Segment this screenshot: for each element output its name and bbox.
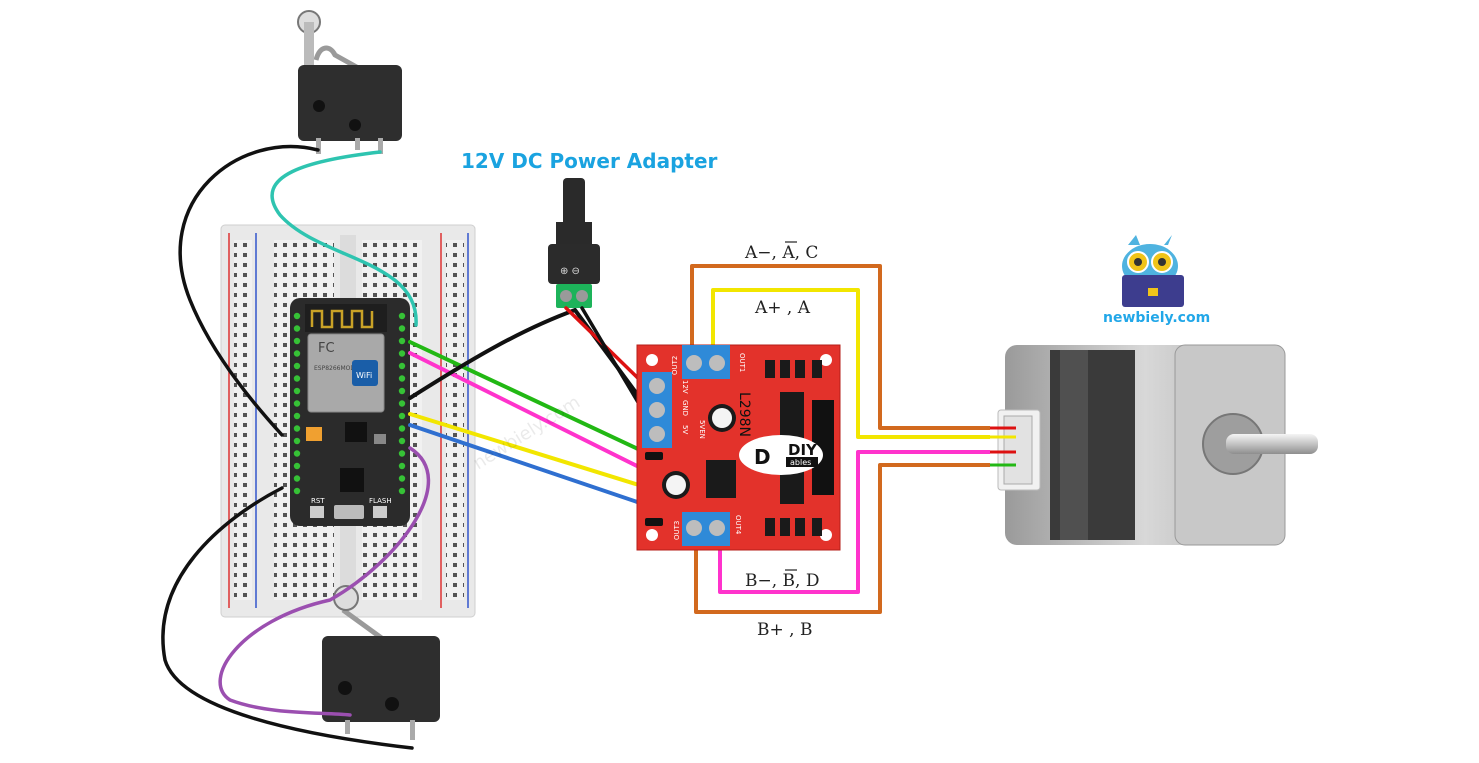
wire-switch-top-black xyxy=(178,144,320,437)
header-pin xyxy=(398,312,406,320)
header-pin xyxy=(398,450,406,457)
header-pin xyxy=(293,412,301,420)
coil-label-b-minus: B−, B, D xyxy=(745,571,819,591)
dc-power-jack: ⊕ ⊖ xyxy=(548,178,600,308)
flash-label: FLASH xyxy=(369,497,392,505)
coil-label-a-plus: A+ , A xyxy=(754,298,811,318)
esp-module-text: ESP8266MOD xyxy=(314,365,355,372)
newbiely-logo: newbiely.com xyxy=(1103,235,1210,326)
l298n-model-label: L298N xyxy=(736,392,752,437)
header-pin xyxy=(398,375,406,382)
out2-label: OUT2 xyxy=(671,356,679,375)
rst-label: RST xyxy=(311,497,325,505)
esp8266-board: FC ESP8266MOD WiFi RST FLASH xyxy=(290,298,410,526)
header-pin xyxy=(293,425,301,432)
brand-text: newbiely.com xyxy=(1103,310,1210,326)
wire-coil-orange-top xyxy=(690,264,990,430)
coil-label-a-minus: A−, A, C xyxy=(744,243,818,263)
wire-switch-bottom-purple xyxy=(218,446,431,717)
header-pin xyxy=(398,425,406,432)
wire-power-black xyxy=(580,306,647,416)
switch-wires xyxy=(161,144,431,750)
wire-switch-top-teal xyxy=(270,150,418,327)
esp-pins-right xyxy=(398,312,406,495)
wire-switch-bottom-black xyxy=(161,486,414,750)
header-pin xyxy=(398,337,406,345)
wire-coil-yellow xyxy=(711,288,990,439)
limit-switch-top xyxy=(297,10,402,154)
owl-mascot-icon xyxy=(1122,235,1184,307)
power-wires xyxy=(564,306,647,416)
pin-5ven-label: 5VEN xyxy=(698,420,706,439)
header-pin xyxy=(293,400,301,407)
header-pin xyxy=(293,337,301,345)
header-pin xyxy=(398,362,406,370)
wire-blue xyxy=(408,423,657,510)
header-pin xyxy=(293,462,301,470)
esp-pins-left xyxy=(293,312,301,495)
fc-mark: FC xyxy=(318,341,335,356)
diy-logo-text: DIY xyxy=(788,441,818,459)
out4-label: OUT4 xyxy=(734,515,742,535)
header-pin xyxy=(293,437,301,445)
header-pin xyxy=(398,350,406,357)
header-pin xyxy=(293,325,301,332)
header-pin xyxy=(293,375,301,382)
usb-port xyxy=(334,505,364,519)
header-pin xyxy=(398,437,406,445)
out1-label: OUT1 xyxy=(738,353,746,372)
header-pin xyxy=(398,475,406,482)
header-pin xyxy=(293,362,301,370)
pin-12v-label: 12V xyxy=(681,380,689,394)
header-pin xyxy=(398,487,406,495)
wire-coil-orange-bottom xyxy=(694,463,990,614)
diy-logo-mark-icon: D xyxy=(754,445,771,469)
coil-label-b-plus: B+ , B xyxy=(757,620,812,640)
header-pin xyxy=(398,387,406,395)
header-pin xyxy=(293,350,301,357)
signal-wires xyxy=(408,307,657,510)
wire-gnd-black xyxy=(408,307,642,400)
l298n-driver: DIY ables D OUT2 OUT1 OUT3 OUT4 12V GND … xyxy=(636,344,841,551)
stepper-motor xyxy=(990,344,1318,546)
power-adapter-title: 12V DC Power Adapter xyxy=(461,149,718,173)
wire-yellow xyxy=(408,412,657,492)
pin-5v-label: 5V xyxy=(681,425,689,434)
ables-logo-text: ables xyxy=(790,458,811,467)
rst-button xyxy=(310,506,324,518)
header-pin xyxy=(293,450,301,457)
flash-button xyxy=(373,506,387,518)
coil-wires xyxy=(690,264,990,614)
header-pin xyxy=(398,325,406,332)
header-pin xyxy=(293,387,301,395)
wire-coil-pink xyxy=(718,450,990,594)
out3-label: OUT3 xyxy=(673,521,681,540)
svg-text:⊕ ⊖: ⊕ ⊖ xyxy=(560,266,580,277)
pin-gnd-label: GND xyxy=(681,400,689,416)
header-pin xyxy=(293,312,301,320)
header-pin xyxy=(398,400,406,407)
wifi-logo-text: WiFi xyxy=(356,371,372,380)
wifi-logo-icon xyxy=(352,360,378,386)
wire-green xyxy=(408,340,657,459)
header-pin xyxy=(293,475,301,482)
header-pin xyxy=(398,462,406,470)
header-pin xyxy=(398,412,406,420)
header-pin xyxy=(293,487,301,495)
